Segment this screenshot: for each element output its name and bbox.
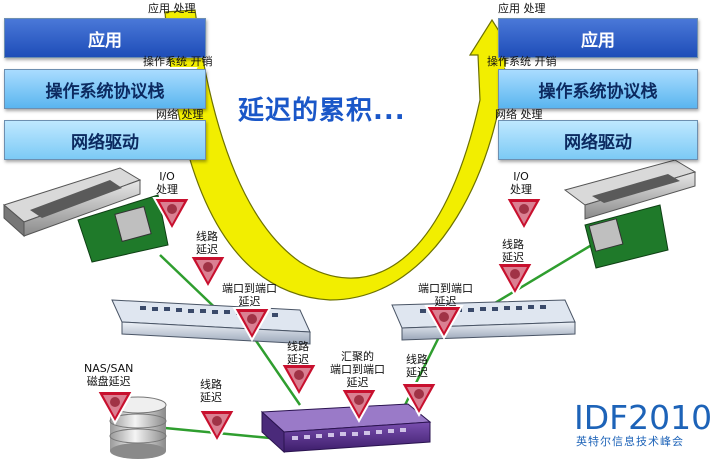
label-io-processing-left: I/O 处理 bbox=[156, 170, 178, 196]
label-app-processing-right: 应用 处理 bbox=[498, 2, 546, 15]
server-left bbox=[2, 167, 142, 238]
nic-card-right bbox=[584, 204, 669, 269]
warning-icon-line-right1 bbox=[496, 262, 534, 296]
label-nas-san-latency: NAS/SAN 磁盘延迟 bbox=[84, 362, 134, 388]
label-line-latency-right1: 线路 延迟 bbox=[502, 238, 524, 264]
idf-logo-subtitle: 英特尔信息技术峰会 bbox=[576, 435, 684, 448]
label-port-latency-right: 端口到端口 延迟 bbox=[418, 282, 473, 308]
label-net-processing-left: 网络 处理 bbox=[156, 108, 204, 121]
label-line-latency-right2: 线路 延迟 bbox=[406, 353, 428, 379]
warning-icon-line-left1 bbox=[189, 255, 227, 289]
label-app-processing-left: 应用 处理 bbox=[148, 2, 196, 15]
right-app-layer: 应用 bbox=[498, 18, 698, 58]
left-app-layer: 应用 bbox=[4, 18, 206, 58]
left-os-stack-layer: 操作系统协议栈 bbox=[4, 69, 206, 109]
nic-card-left bbox=[77, 194, 169, 263]
idf-logo: IDF2010 bbox=[574, 398, 712, 437]
switch-left bbox=[111, 299, 311, 345]
label-line-latency-storage: 线路 延迟 bbox=[200, 378, 222, 404]
left-network-driver-layer: 网络驱动 bbox=[4, 120, 206, 160]
right-network-driver-layer: 网络驱动 bbox=[498, 120, 698, 160]
server-right bbox=[563, 159, 697, 220]
label-line-latency-left2: 线路 延迟 bbox=[287, 340, 309, 366]
warning-icon-line-storage bbox=[198, 409, 236, 443]
warning-icon-io-right bbox=[505, 197, 543, 231]
diagram-title: 延迟的累积... bbox=[238, 96, 406, 126]
aggregation-switch bbox=[260, 403, 432, 454]
warning-icon-line-left2 bbox=[280, 363, 318, 397]
label-io-processing-right: I/O 处理 bbox=[510, 170, 532, 196]
label-line-latency-left1: 线路 延迟 bbox=[196, 230, 218, 256]
label-os-overhead-left: 操作系统 开销 bbox=[143, 55, 213, 68]
label-port-latency-left: 端口到端口 延迟 bbox=[222, 282, 277, 308]
right-os-stack-layer: 操作系统协议栈 bbox=[498, 69, 698, 109]
label-aggregated-port-latency: 汇聚的 端口到端口 延迟 bbox=[330, 350, 385, 389]
label-os-overhead-right: 操作系统 开销 bbox=[487, 55, 557, 68]
label-net-processing-right: 网络 处理 bbox=[495, 108, 543, 121]
